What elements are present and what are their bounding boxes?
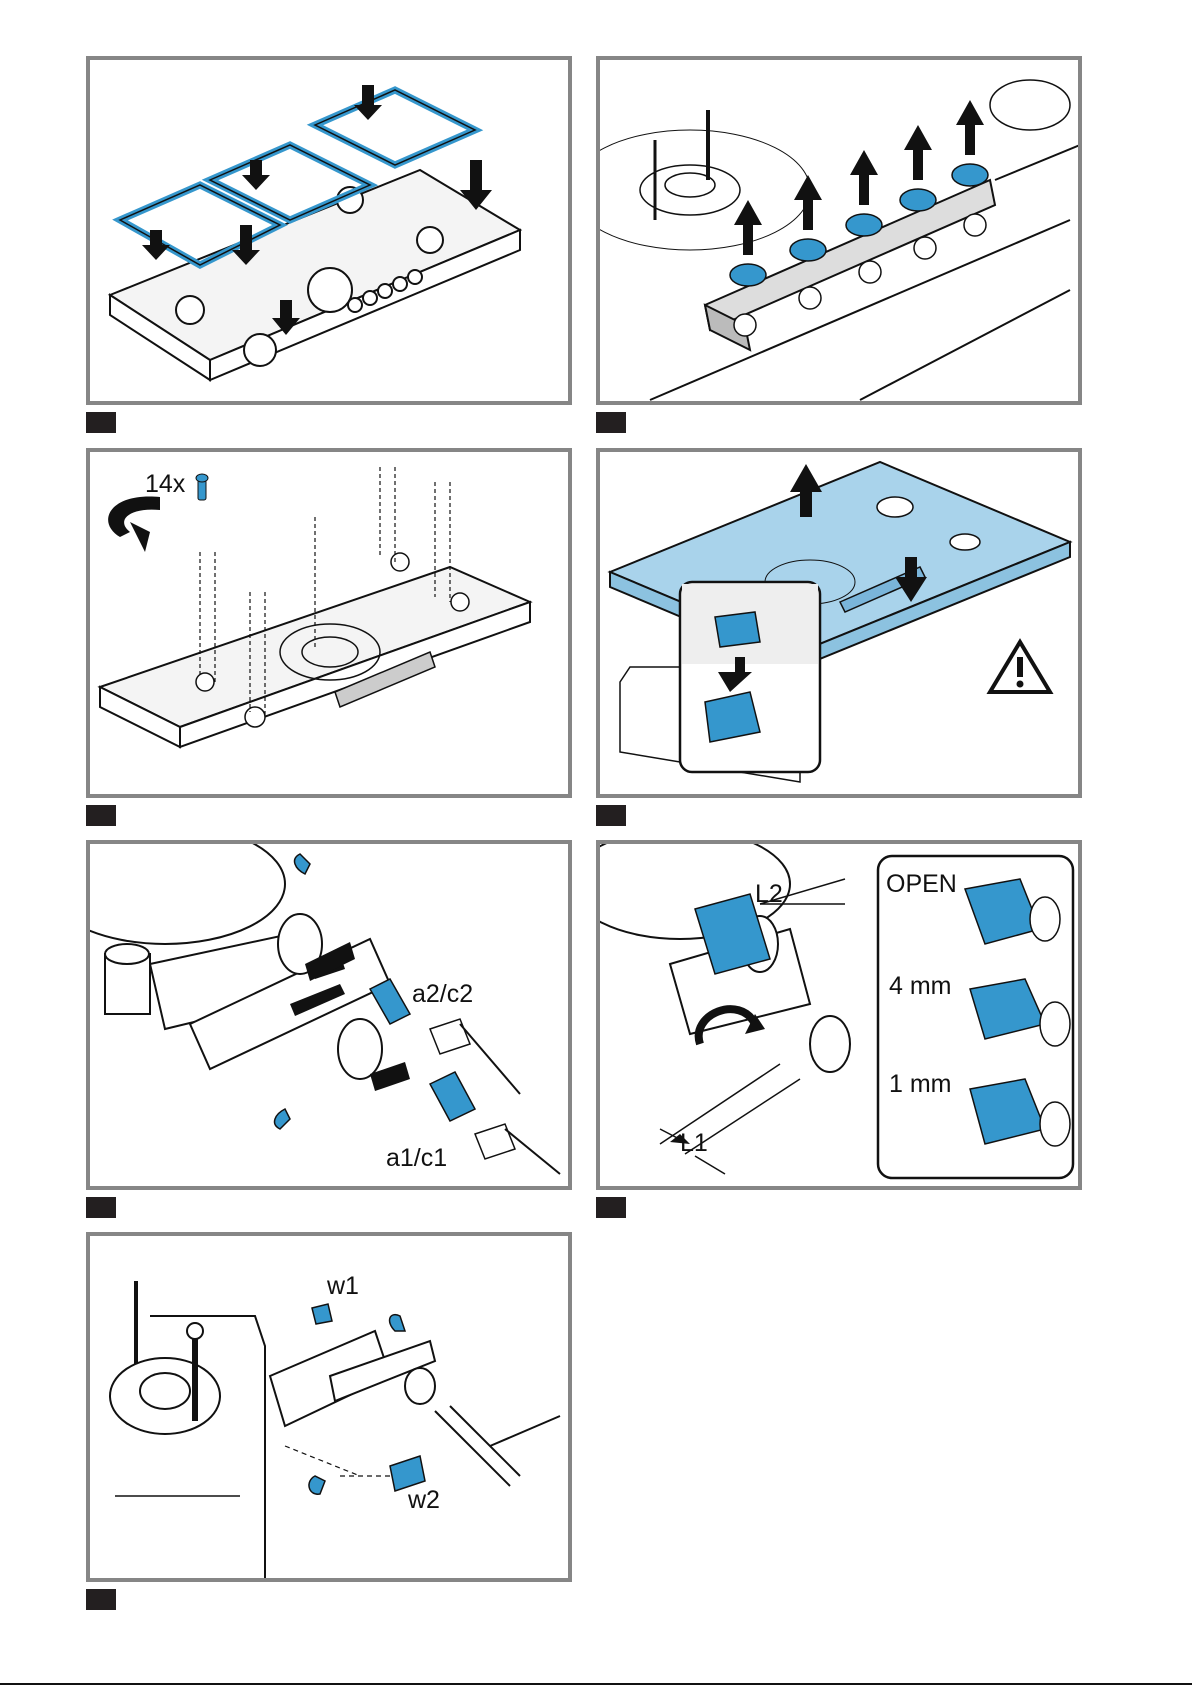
nozzle-label-w2: w2 — [408, 1488, 440, 1513]
figure-5-number-tag — [86, 1197, 116, 1218]
shutter-4mm-label: 4 mm — [889, 974, 952, 999]
figure-7-panel: w1 w2 — [86, 1232, 572, 1582]
control-knobs-removal-illustration — [600, 60, 1080, 403]
screw-icon — [196, 474, 208, 500]
figure-6-number-tag — [596, 1197, 626, 1218]
screw-count-label: 14x — [145, 472, 185, 497]
figure-3-panel: 14x — [86, 448, 572, 798]
pipe-label-a1-c1: a1/c1 — [386, 1146, 447, 1171]
figure-4-number-tag — [596, 805, 626, 826]
figure-5-panel: a2/c2 a1/c1 — [86, 840, 572, 1190]
lift-hob-top-illustration — [600, 452, 1080, 796]
figure-1-panel — [86, 56, 572, 405]
dimension-label-l1: L1 — [680, 1131, 708, 1156]
hob-screws-illustration — [90, 452, 570, 796]
dimension-label-l2: L2 — [755, 882, 783, 907]
figure-6-panel: L2 L1 OPEN 4 mm 1 mm — [596, 840, 1082, 1190]
figure-2-number-tag — [596, 412, 626, 433]
air-shutter-adjustment-illustration — [600, 844, 1080, 1188]
gas-pipe-connection-illustration — [90, 844, 570, 1188]
nozzle-label-w1: w1 — [327, 1274, 359, 1299]
warning-icon — [990, 642, 1050, 692]
figure-2-panel — [596, 56, 1082, 405]
shutter-open-label: OPEN — [886, 872, 957, 897]
figure-7-number-tag — [86, 1589, 116, 1610]
figure-4-panel — [596, 448, 1082, 798]
figure-3-number-tag — [86, 805, 116, 826]
hob-pan-supports-illustration — [90, 60, 570, 403]
pipe-label-a2-c2: a2/c2 — [412, 982, 473, 1007]
shutter-1mm-label: 1 mm — [889, 1072, 952, 1097]
figure-1-number-tag — [86, 412, 116, 433]
